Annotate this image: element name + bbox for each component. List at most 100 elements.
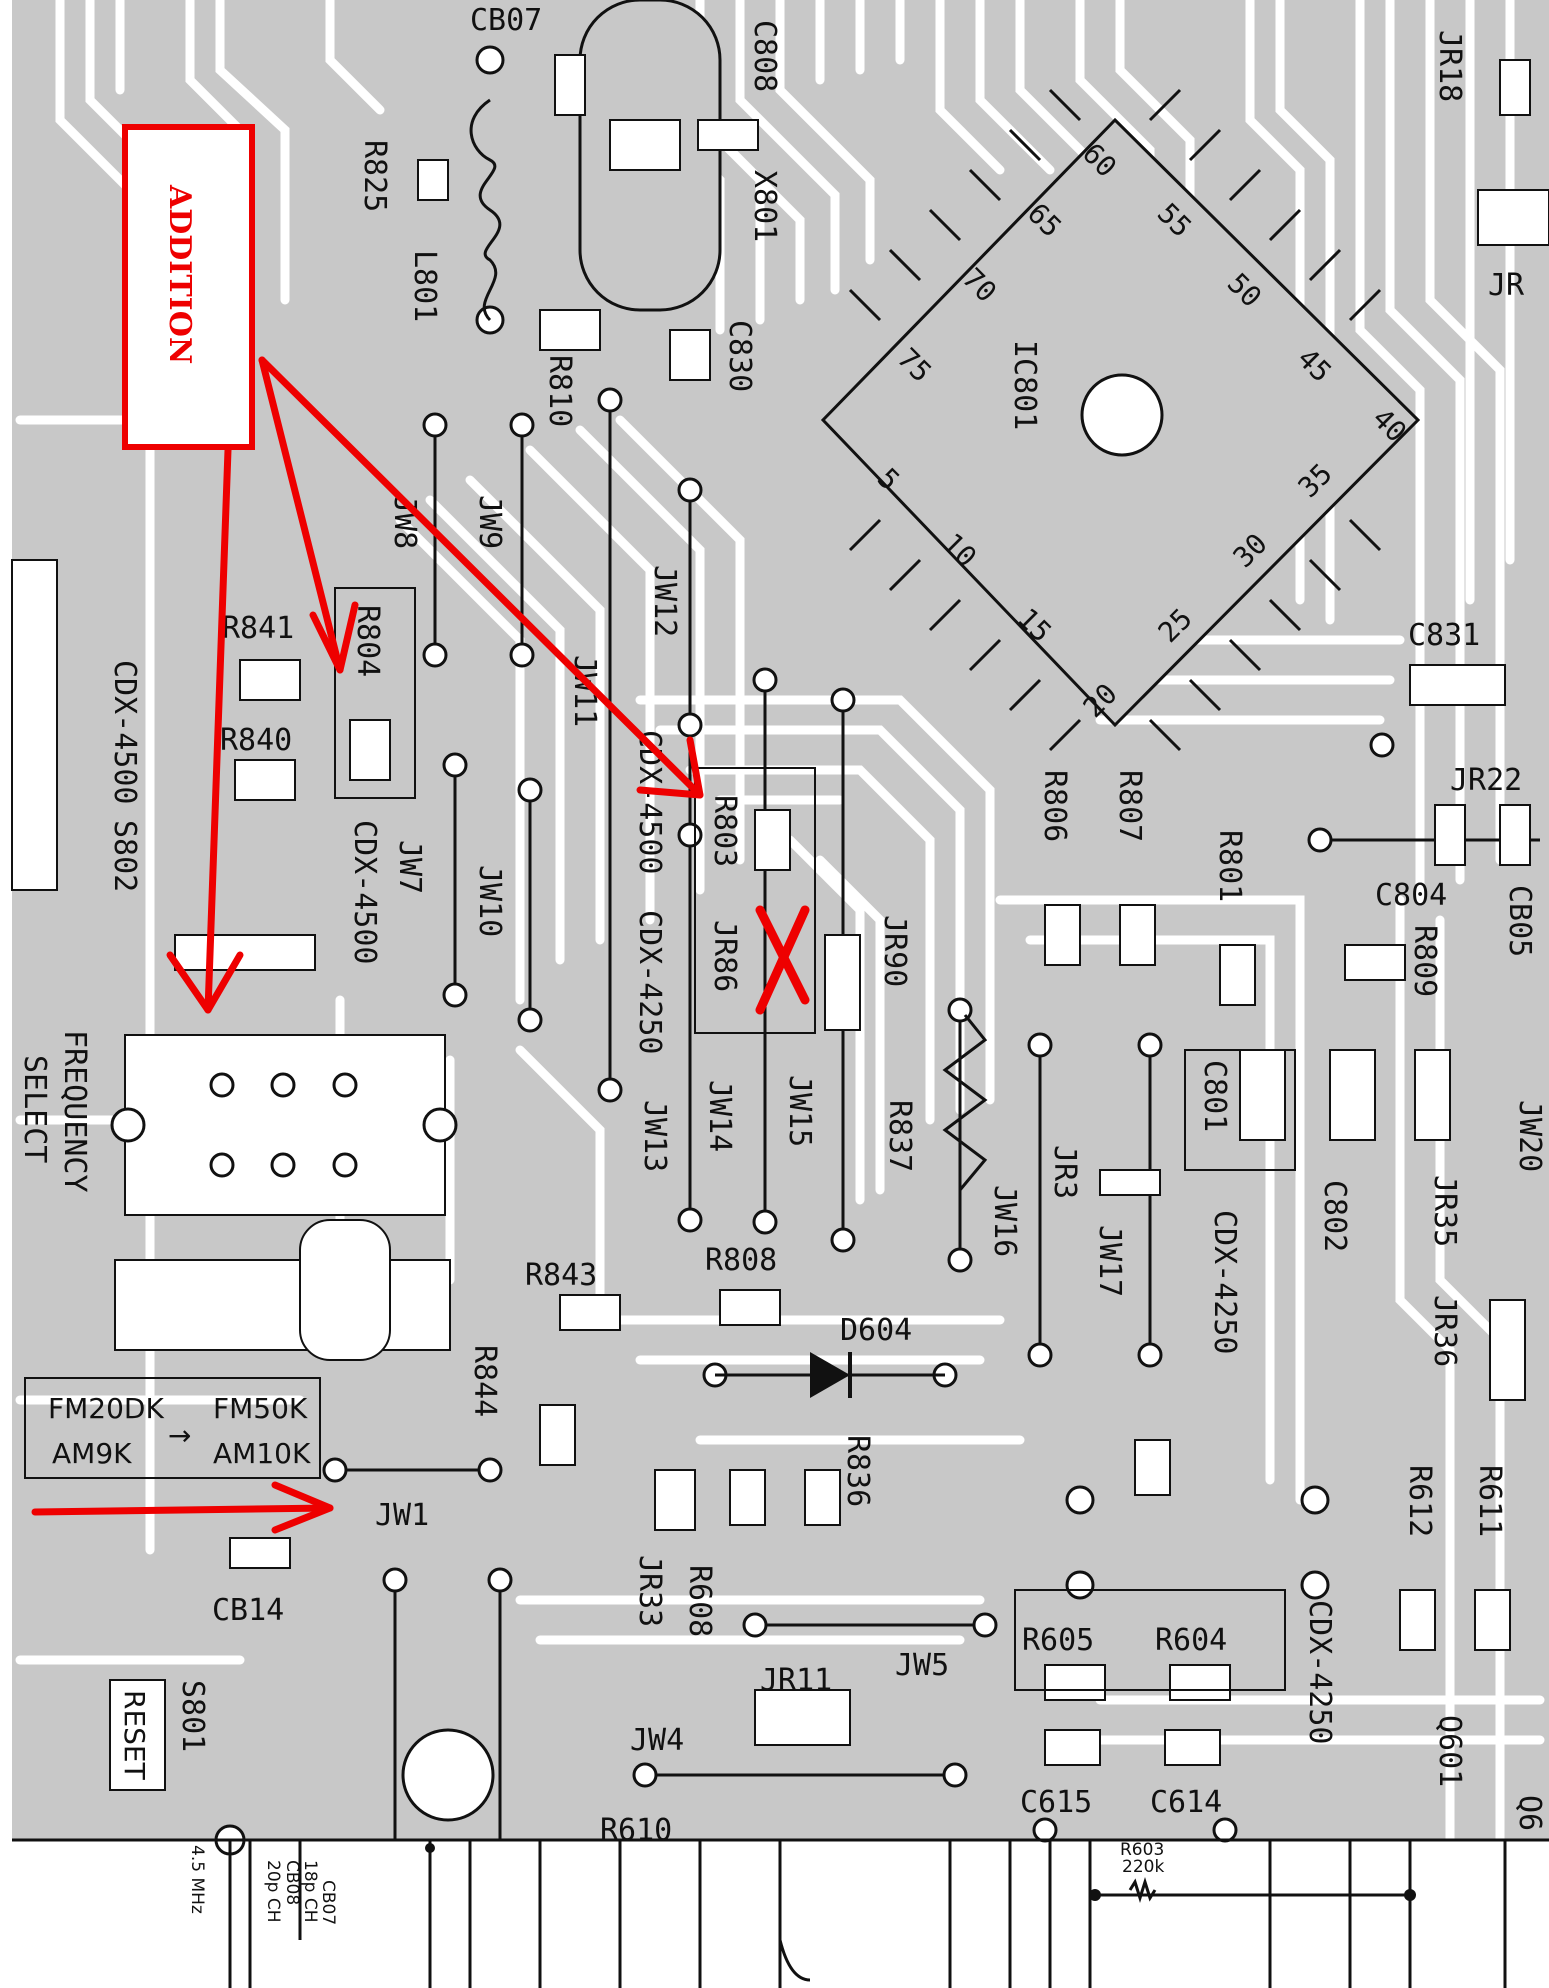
label-s801: S801 (175, 1680, 210, 1752)
label-r825: R825 (357, 140, 392, 212)
label-c615: C615 (1020, 1785, 1092, 1820)
frequency-select-switch (110, 1072, 458, 1178)
capacitor-blocks (109, 54, 1549, 1791)
label-jw13: JW13 (637, 1100, 672, 1172)
label-c830: C830 (722, 320, 757, 392)
label-jr36: JR36 (1427, 1295, 1462, 1367)
label-cdx4500-c: CDX-4500 (632, 730, 667, 875)
label-r605: R605 (1022, 1623, 1094, 1658)
label-r836: R836 (840, 1435, 875, 1507)
label-r807: R807 (1112, 770, 1147, 842)
component-labels: CB07 C808 X801 R825 L801 R810 C830 IC801… (17, 3, 1547, 1925)
label-x801: X801 (747, 170, 782, 242)
removal-x-mark (755, 905, 810, 1015)
label-jw16: JW16 (987, 1185, 1022, 1257)
label-cdx4250-a: CDX-4250 (632, 910, 667, 1055)
label-c804: C804 (1375, 878, 1447, 913)
label-c808: C808 (747, 20, 782, 92)
label-r603-partial: R603 (1120, 1840, 1164, 1860)
label-r841: R841 (222, 611, 294, 646)
label-jw7: JW7 (392, 840, 427, 894)
label-q601: Q601 (1432, 1715, 1467, 1787)
label-220k: 220k (1122, 1857, 1164, 1877)
label-jr86: JR86 (707, 920, 742, 992)
label-jw10: JW10 (472, 865, 507, 937)
label-r840: R840 (220, 723, 292, 758)
label-fm20dk: FM20DK (48, 1392, 164, 1425)
label-c801: C801 (1197, 1060, 1232, 1132)
label-jr18: JR18 (1432, 30, 1467, 102)
label-frequency: FREQUENCY (57, 1030, 92, 1193)
label-jw9: JW9 (472, 495, 507, 549)
label-18p-ch: 18p CH (300, 1860, 320, 1922)
label-arrow: → (168, 1419, 191, 1452)
label-cb08-note: CB08 (282, 1860, 302, 1905)
bottom-strip-dots (425, 1843, 1416, 1901)
label-jr3: JR3 (1047, 1145, 1082, 1199)
label-jw12: JW12 (647, 565, 682, 637)
label-jw4: JW4 (630, 1723, 684, 1758)
crystal-x801-body (609, 119, 681, 171)
label-c614: C614 (1150, 1785, 1222, 1820)
label-cb07-note: CB07 (318, 1880, 338, 1925)
label-q6: Q6 (1512, 1795, 1547, 1831)
label-d604: D604 (840, 1313, 912, 1348)
label-cdx4500-a: CDX-4500 (107, 660, 142, 805)
label-jw1: JW1 (375, 1498, 429, 1533)
label-jw5: JW5 (895, 1648, 949, 1683)
label-jr: JR (1488, 268, 1525, 303)
addition-label: ADDITION (162, 184, 197, 364)
label-r611: R611 (1472, 1465, 1507, 1537)
label-jr11: JR11 (760, 1663, 832, 1698)
ic801-chip (820, 88, 1421, 752)
label-r808: R808 (705, 1243, 777, 1278)
label-s802: S802 (107, 820, 142, 892)
label-r608: R608 (682, 1565, 717, 1637)
label-am10k: AM10K (213, 1437, 311, 1470)
component-outlines (24, 587, 1296, 1691)
label-20p-ch: 20p CH (263, 1860, 283, 1922)
label-jw20: JW20 (1512, 1100, 1547, 1172)
label-reset: RESET (118, 1690, 151, 1781)
label-fm50k: FM50K (213, 1392, 308, 1425)
label-am9k: AM9K (52, 1437, 132, 1470)
inductor-l801 (469, 98, 502, 322)
label-c802: C802 (1317, 1180, 1352, 1252)
resistor-r837 (942, 1014, 988, 1191)
label-jw17: JW17 (1092, 1225, 1127, 1297)
label-r809: R809 (1407, 925, 1442, 997)
label-r837: R837 (882, 1100, 917, 1172)
label-r610: R610 (600, 1813, 672, 1848)
bottom-schematic-strip (12, 1838, 1549, 1988)
label-cdx4250-c: CDX-4250 (1302, 1600, 1337, 1745)
label-jw14: JW14 (702, 1080, 737, 1152)
label-jr33: JR33 (632, 1555, 667, 1627)
label-4-5-mhz: 4.5 MHz (187, 1845, 207, 1914)
reset-switch-pad (401, 1728, 495, 1822)
board-left-edge (0, 0, 12, 1840)
label-jr90: JR90 (877, 915, 912, 987)
label-cdx4250-b: CDX-4250 (1207, 1210, 1242, 1355)
label-cb05: CB05 (1502, 885, 1537, 957)
red-annotations: ADDITION (31, 124, 810, 1534)
label-r801: R801 (1212, 830, 1247, 902)
label-jw15: JW15 (782, 1075, 817, 1147)
label-jr35: JR35 (1427, 1175, 1462, 1247)
label-r810: R810 (542, 355, 577, 427)
label-r604: R604 (1155, 1623, 1227, 1658)
label-jr22: JR22 (1450, 763, 1522, 798)
label-cb14: CB14 (212, 1593, 284, 1628)
addition-arrows (31, 356, 704, 1534)
label-cb07: CB07 (470, 3, 542, 38)
addition-box (122, 124, 255, 450)
smd-resistors (234, 159, 1511, 1701)
diode-d604 (715, 1352, 945, 1398)
label-l801: L801 (407, 250, 442, 322)
label-r844: R844 (467, 1345, 502, 1417)
label-r612: R612 (1402, 1465, 1437, 1537)
label-r806: R806 (1037, 770, 1072, 842)
white-regions (11, 559, 451, 1361)
label-ic801: IC801 (1007, 340, 1042, 430)
